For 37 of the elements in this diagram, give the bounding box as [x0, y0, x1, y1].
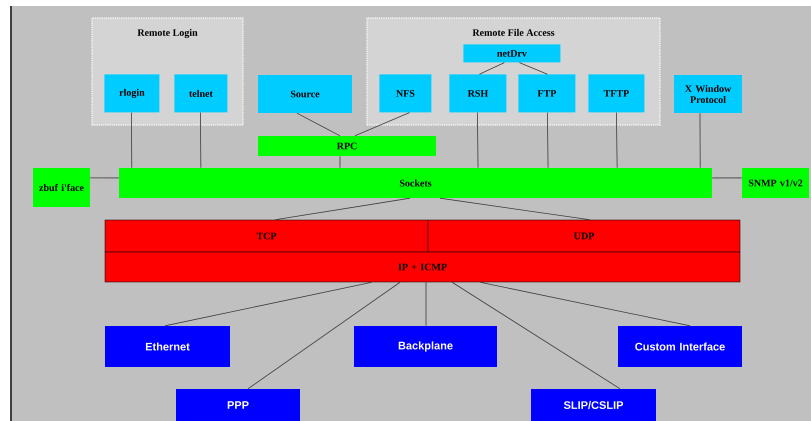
connector-line — [479, 62, 505, 75]
connector-line — [274, 198, 410, 220]
interface-box: Backplane — [354, 326, 497, 367]
protocol-box: netDrv — [463, 44, 560, 62]
layer-bar: RPC — [258, 136, 436, 156]
protocol-box: Source — [258, 75, 352, 113]
protocol-box: telnet — [174, 74, 228, 112]
interface-box: Ethernet — [105, 326, 230, 367]
connector-line — [477, 112, 478, 168]
connector-line — [480, 282, 690, 326]
connector-line — [452, 282, 620, 390]
connector-line — [616, 112, 618, 168]
interface-box: SLIP/CSLIP — [531, 389, 656, 421]
interface-box: Custom Interface — [618, 326, 742, 367]
layer-bar: zbuf i'face — [33, 168, 90, 207]
layer-bar: SNMP v1/v2 — [742, 168, 809, 198]
protocol-box: TFTP — [588, 74, 644, 112]
connector-line — [354, 112, 410, 136]
protocol-layer-box: TCP — [104, 220, 428, 252]
connector-line — [547, 112, 548, 168]
layer-bar: Sockets — [119, 168, 712, 198]
connector-line — [164, 282, 372, 326]
connector-line — [296, 112, 340, 136]
connector-line — [519, 62, 548, 75]
protocol-box: X Window Protocol — [674, 75, 742, 113]
protocol-layer-box: UDP — [428, 220, 740, 252]
connector-line — [700, 112, 701, 168]
protocol-box: FTP — [518, 74, 576, 112]
connector-line — [440, 198, 590, 220]
protocol-box: RSH — [449, 74, 506, 112]
connector-line — [200, 112, 202, 168]
protocol-box: rlogin — [104, 74, 160, 112]
protocol-layer-box: IP + ICMP — [104, 252, 740, 282]
interface-box: PPP — [176, 389, 300, 421]
protocol-box: NFS — [379, 74, 432, 112]
connector-line — [248, 282, 400, 390]
connector-line — [131, 112, 132, 168]
